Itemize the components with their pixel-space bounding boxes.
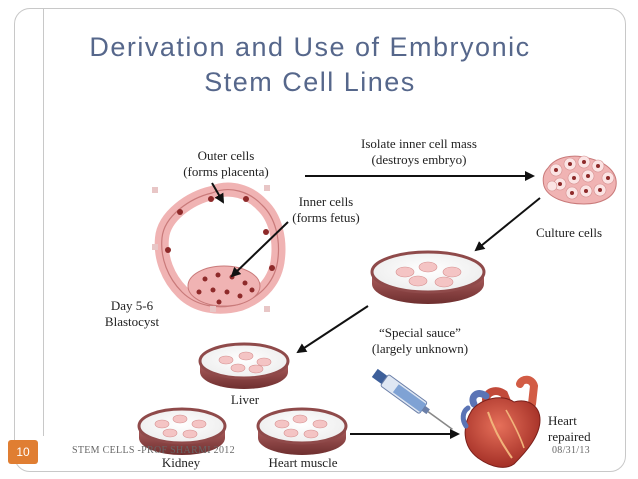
slide-frame: [14, 8, 626, 472]
arrow-differentiate: [296, 305, 369, 354]
kidney-dish-icon: [137, 407, 227, 455]
slide-border-line: [43, 8, 44, 436]
label-isolate-inner-cell-mass: Isolate inner cell mass (destroys embryo…: [361, 136, 477, 167]
label-liver: Liver: [230, 392, 260, 407]
label-outer-cells: Outer cells (forms placenta): [183, 148, 269, 179]
label-inner-cells: Inner cells (forms fetus): [292, 194, 360, 225]
label-blastocyst: Day 5-6 Blastocyst: [104, 298, 160, 329]
liver-dish-icon: [198, 342, 290, 389]
culture-dish-icon: [370, 250, 486, 304]
arrow-outer-cells: [211, 182, 225, 204]
heart-muscle-dish-icon: [256, 407, 348, 455]
label-special-sauce: “Special sauce” (largely unknown): [371, 325, 469, 356]
label-heart-repaired: Heart repaired: [548, 413, 591, 444]
page-number: 10: [8, 440, 38, 464]
label-heart-muscle: Heart muscle: [268, 455, 338, 470]
blastocyst-icon: [152, 182, 286, 314]
footer-text: STEM CELLS -PROF SHARMI 2012: [72, 445, 235, 456]
slide-title: Derivation and Use of Embryonic Stem Cel…: [89, 32, 531, 97]
footer-date: 08/31/13: [552, 445, 590, 456]
arrow-culture: [474, 197, 541, 252]
syringe-icon: [371, 368, 453, 431]
culture-cell-cluster: [542, 155, 617, 205]
label-culture-cells: Culture cells: [535, 225, 603, 240]
label-kidney: Kidney: [161, 455, 201, 470]
heart-icon: [460, 375, 541, 468]
arrow-inner-cells: [230, 221, 289, 278]
